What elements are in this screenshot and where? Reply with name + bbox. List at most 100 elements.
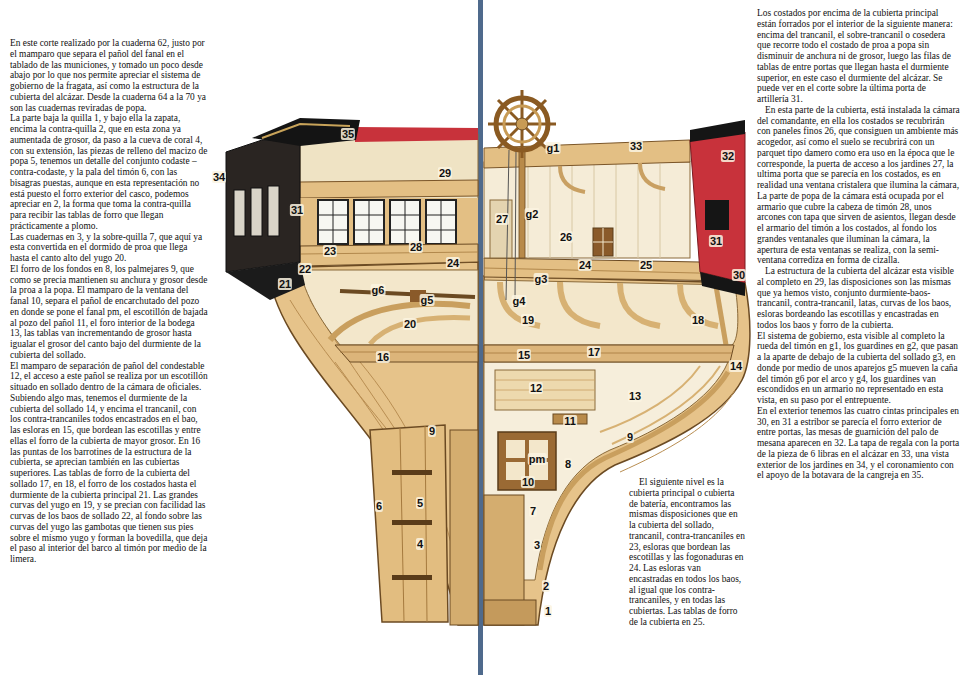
- callout-holder: 13: [628, 386, 642, 404]
- section-between-decks: [560, 282, 600, 326]
- callout-number: g5: [420, 294, 435, 306]
- callout-number: 25: [639, 259, 653, 271]
- rudder: [392, 520, 432, 525]
- callout-holder: 25: [639, 255, 653, 273]
- captain-cabin: [593, 228, 613, 256]
- callout-holder: 30: [732, 265, 746, 283]
- starboard-side: [705, 200, 729, 230]
- callout-number: 21: [278, 278, 292, 290]
- body-paragraph: En este corte realizado por la cuaderna …: [10, 38, 208, 113]
- callout-number: 3: [533, 539, 541, 551]
- section-sollado-deck: [484, 345, 734, 362]
- callout-holder: 27: [495, 209, 509, 227]
- callout-holder: 9: [428, 421, 436, 439]
- callout-holder: g3: [534, 269, 549, 287]
- callout-number: 13: [628, 390, 642, 402]
- callout-holder: g1: [546, 138, 561, 156]
- callout-holder: 6: [375, 496, 383, 514]
- callout-holder: 28: [409, 237, 423, 255]
- callout-number: g3: [534, 273, 549, 285]
- section-hull-shell: [484, 276, 750, 625]
- captain-cabin: [528, 164, 660, 258]
- captain-cabin: [593, 228, 613, 256]
- callout-holder: 20: [403, 314, 417, 332]
- callout-holder: 23: [323, 241, 337, 259]
- callout-holder: 29: [438, 163, 452, 181]
- callout-number: 32: [721, 150, 735, 162]
- body-paragraph: El forro de los fondos en 8, los palmeja…: [10, 264, 208, 361]
- stern-hull-planking: [268, 262, 478, 625]
- section-hold: [484, 600, 536, 625]
- callout-holder: g4: [512, 291, 527, 309]
- section-between-decks: [680, 284, 718, 326]
- section-hold: [495, 370, 595, 410]
- callout-holder: 33: [629, 136, 643, 154]
- callout-holder: 31: [290, 200, 304, 218]
- callout-number: g1: [546, 142, 561, 154]
- section-hull-shell: [600, 366, 700, 432]
- section-between-decks: [484, 280, 738, 345]
- stern-cabin-windows: [300, 198, 478, 246]
- stern-gallery: [226, 118, 360, 300]
- callout-number: 18: [691, 314, 705, 326]
- callout-number: 2: [542, 580, 550, 592]
- stern-gallery: [268, 186, 279, 236]
- callout-number: 28: [409, 241, 423, 253]
- callout-holder: 21: [278, 274, 292, 292]
- callout-holder: 26: [559, 227, 573, 245]
- callout-number: 34: [212, 171, 226, 183]
- section-hull-shell: [484, 276, 750, 625]
- body-paragraph: El sistema de gobierno, esta visible al …: [757, 331, 960, 406]
- section-sollado-deck: [484, 345, 734, 362]
- body-paragraph: El mamparo de separación de pañol del co…: [10, 361, 208, 393]
- section-hold: [506, 440, 525, 458]
- stern-gallery: [262, 124, 350, 138]
- callout-holder: 1: [544, 601, 552, 619]
- callout-number: 19: [521, 314, 535, 326]
- callout-holder: 14: [729, 356, 743, 374]
- body-paragraph: Subiendo algo mas, tenemos el durmiente …: [10, 393, 208, 565]
- callout-number: 10: [521, 476, 535, 488]
- callout-holder: 18: [691, 310, 705, 328]
- callout-number: 11: [563, 415, 577, 427]
- section-hull-shell: [612, 366, 720, 444]
- callout-holder: 5: [416, 493, 424, 511]
- starboard-side: [690, 132, 745, 283]
- steering-wheel: [519, 148, 525, 258]
- text-column: En este corte realizado por la cuaderna …: [10, 38, 208, 565]
- callout-holder: g2: [525, 204, 540, 222]
- body-paragraph: La parte baja la quilla 1, y bajo ella l…: [10, 113, 208, 231]
- body-paragraph: En el exterior tenemos las cuatro cintas…: [757, 406, 960, 481]
- rudder: [370, 425, 448, 622]
- stern-gallery: [252, 118, 360, 146]
- callout-holder: 3: [533, 535, 541, 553]
- callout-number: 8: [564, 458, 572, 470]
- callout-number: g6: [371, 284, 386, 296]
- text-column: Los costados por encima de la cubierta p…: [757, 8, 960, 481]
- stern-deck-sollado: [340, 352, 478, 353]
- body-paragraph: La estructura de la cubierta del alcázar…: [757, 266, 960, 331]
- callout-number: 31: [709, 235, 723, 247]
- callout-number: 24: [446, 257, 460, 269]
- steering-wheel: [515, 150, 516, 300]
- section-hull-shell: [620, 390, 735, 472]
- callout-holder: 15: [517, 345, 531, 363]
- callout-number: 20: [403, 318, 417, 330]
- callout-number: 16: [376, 351, 390, 363]
- callout-holder: g5: [420, 290, 435, 308]
- callout-holder: 11: [563, 411, 577, 429]
- rudder: [370, 425, 478, 625]
- callout-holder: 8: [564, 454, 572, 472]
- text-column: El siguiente nivel es la cubierta princi…: [629, 477, 745, 628]
- starboard-side: [690, 120, 745, 142]
- stern-gallery: [234, 190, 245, 236]
- body-paragraph: En esta parte de la cubierta, está insta…: [757, 105, 960, 266]
- callout-number: pm: [528, 453, 547, 465]
- stern-cabin-windows: [318, 200, 456, 244]
- callout-number: 7: [529, 505, 537, 517]
- callout-holder: 2: [542, 576, 550, 594]
- stern-gallery: [251, 188, 262, 236]
- callout-number: 22: [298, 263, 312, 275]
- callout-holder: 4: [416, 534, 424, 552]
- callout-number: 27: [495, 213, 509, 225]
